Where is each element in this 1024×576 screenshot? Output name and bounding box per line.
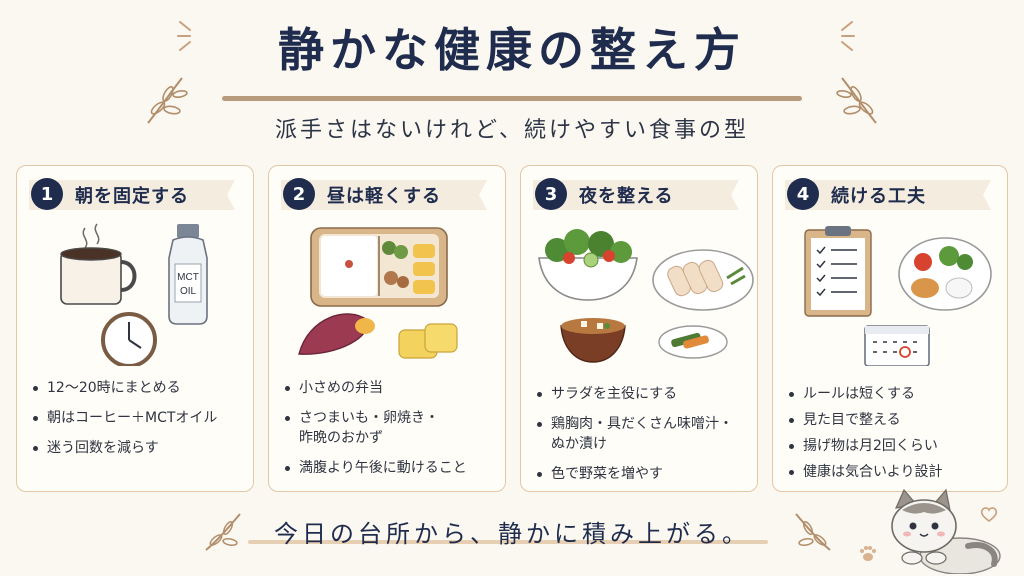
- card-ribbon: [281, 176, 497, 214]
- card-dinner: 3 夜を整える: [520, 165, 758, 492]
- card-title: 続ける工夫: [831, 186, 926, 207]
- habits-illustration: [804, 226, 992, 366]
- lunch-illustration: [298, 227, 458, 359]
- card-ribbon: [29, 176, 245, 214]
- card-ribbon: [533, 176, 749, 214]
- footer-message: 今日の台所から、静かに積み上がる。: [274, 520, 750, 548]
- bullet-item: 満腹より午後に動けること: [283, 458, 497, 478]
- card-morning: 1 朝を固定する MCT OIL 12〜20時にまとめる 朝はコーヒー＋MCTオ…: [16, 165, 254, 492]
- bullet-item: 色で野菜を増やす: [535, 464, 749, 484]
- chicken-breast-plate-icon: [652, 249, 754, 311]
- heart-icon: [980, 507, 998, 522]
- clipboard-checklist-icon: [804, 226, 872, 317]
- footer-left-sprig-icon: [205, 513, 241, 551]
- title-underline: [222, 96, 802, 101]
- bullet-item: 見た目で整える: [787, 410, 999, 430]
- coffee-mug-icon: [60, 247, 137, 305]
- bullet-list: ルールは短くする 見た目で整える 揚げ物は月2回くらい 健康は気合いより設計: [787, 384, 999, 488]
- page-subtitle: 派手さはないけれど、続けやすい食事の型: [275, 118, 749, 143]
- cat-mascot-icon: [891, 488, 1001, 574]
- left-sparkle-icon: [177, 21, 191, 51]
- card-ribbon: [785, 176, 999, 214]
- dinner-illustration: [538, 229, 754, 363]
- bullet-item: ルールは短くする: [787, 384, 999, 404]
- step-number-badge: 2: [283, 178, 315, 210]
- right-sprig-icon: [836, 77, 877, 124]
- sweet-potato-icon: [298, 313, 375, 355]
- bullet-item: サラダを主役にする: [535, 384, 749, 404]
- clock-icon: [101, 312, 157, 366]
- tamagoyaki-icon: [398, 323, 458, 359]
- step-number-badge: 1: [31, 178, 63, 210]
- bullet-list: サラダを主役にする 鶏胸肉・具だくさん味噌汁・ ぬか漬け 色で野菜を増やす: [535, 384, 749, 494]
- bullet-item: 朝はコーヒー＋MCTオイル: [31, 408, 245, 428]
- right-sparkle-icon: [841, 21, 855, 51]
- step-number-badge: 4: [787, 178, 819, 210]
- bottle-label-line2: OIL: [180, 286, 197, 297]
- bullet-item: 健康は気合いより設計: [787, 462, 999, 482]
- bullet-item: 12〜20時にまとめる: [31, 378, 245, 398]
- mct-oil-bottle-icon: [168, 224, 208, 325]
- bullet-item: 揚げ物は月2回くらい: [787, 436, 999, 456]
- bottle-label-line1: MCT: [177, 272, 199, 283]
- bullet-item: 迷う回数を減らす: [31, 438, 245, 458]
- left-sprig-icon: [147, 77, 188, 124]
- bullet-item: 鶏胸肉・具だくさん味噌汁・ ぬか漬け: [535, 414, 749, 454]
- card-lunch: 2 昼は軽くする 小さめの弁当 さつまいも・卵焼: [268, 165, 506, 492]
- bento-box-icon: [310, 227, 448, 307]
- nukazuke-pickles-icon: [658, 325, 728, 359]
- card-title: 朝を固定する: [75, 186, 189, 207]
- steam-icon: [82, 223, 100, 249]
- footer-underline: [248, 540, 768, 544]
- bullet-item: 小さめの弁当: [283, 378, 497, 398]
- card-habits: 4 続ける工夫 ルールは短くする 見た目で整える 揚げ: [772, 165, 1008, 492]
- step-number-badge: 3: [535, 178, 567, 210]
- footer-right-sprig-icon: [795, 513, 831, 551]
- bullet-list: 小さめの弁当 さつまいも・卵焼き・ 昨晩のおかず 満腹より午後に動けること: [283, 378, 497, 488]
- paw-print-icon: [860, 546, 876, 561]
- card-title: 昼は軽くする: [327, 186, 441, 207]
- salad-bowl-icon: [538, 229, 638, 301]
- page-title: 静かな健康の整え方: [278, 23, 746, 77]
- miso-soup-icon: [560, 318, 626, 363]
- bullet-list: 12〜20時にまとめる 朝はコーヒー＋MCTオイル 迷う回数を減らす: [31, 378, 245, 468]
- bullet-item: さつまいも・卵焼き・ 昨晩のおかず: [283, 408, 497, 448]
- calendar-icon: [864, 325, 930, 366]
- card-title: 夜を整える: [579, 186, 674, 207]
- morning-illustration: MCT OIL: [60, 223, 208, 366]
- balanced-plate-icon: [898, 237, 992, 311]
